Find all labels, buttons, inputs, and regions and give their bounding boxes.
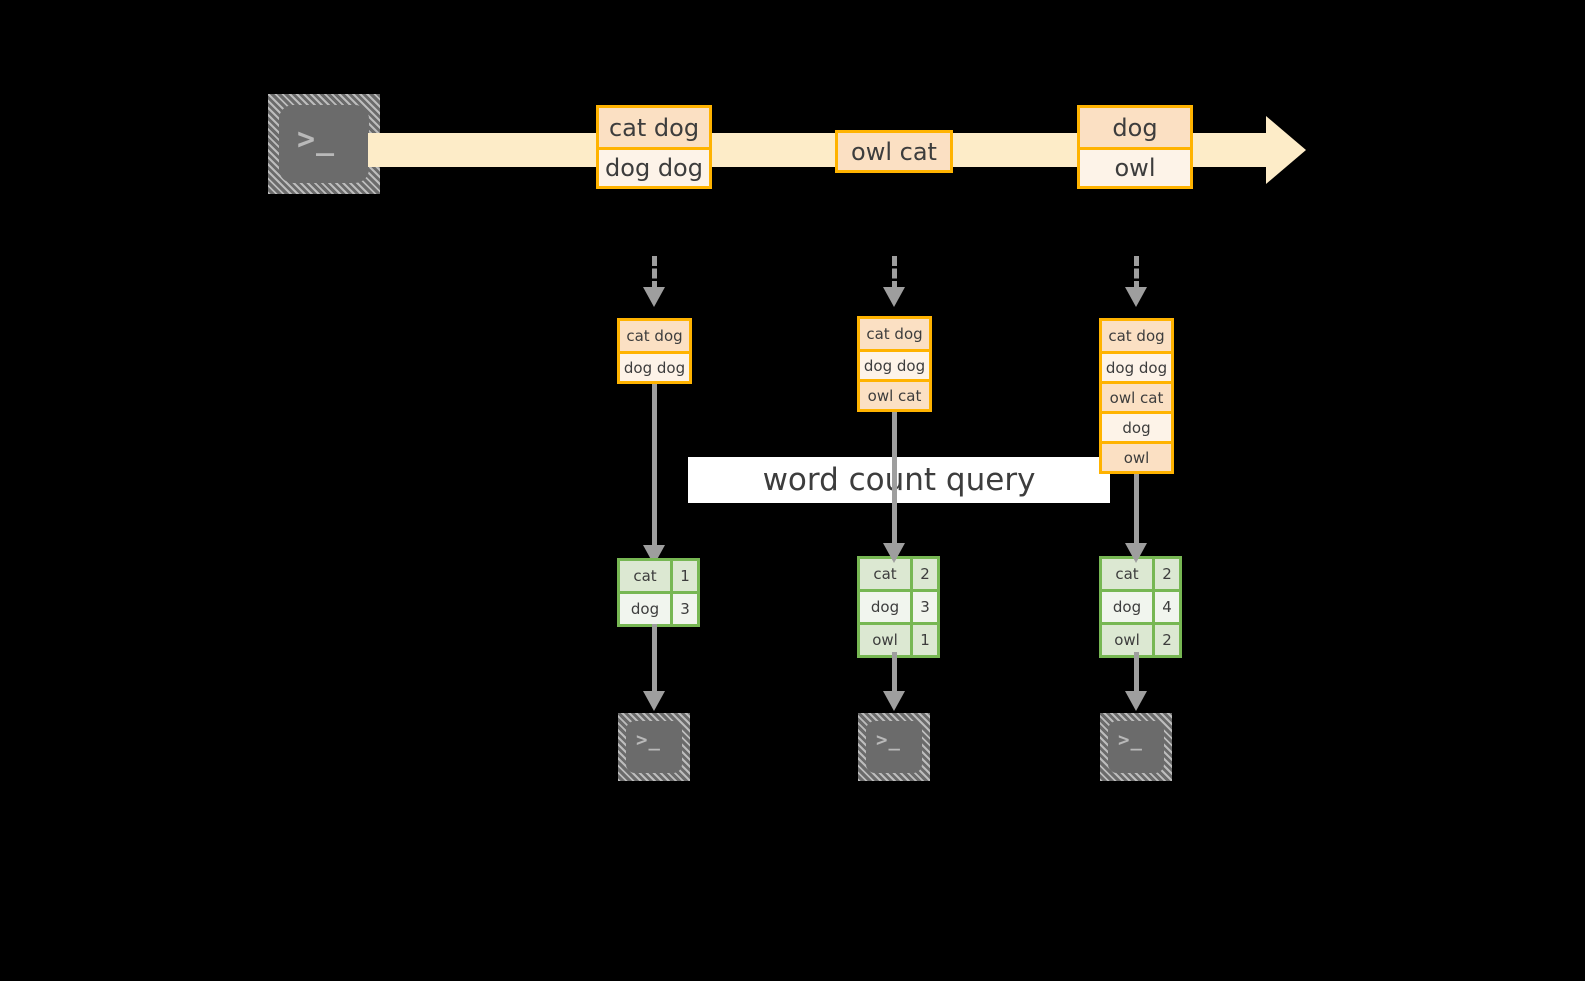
snapshot-1-dashed-line [652, 256, 657, 291]
terminal-prompt-glyph: >_ [1118, 729, 1143, 751]
table-row: cat dog [1102, 321, 1171, 351]
table-row: dog 4 [1102, 589, 1179, 622]
snapshot-2-dashed-arrowhead [883, 287, 905, 307]
result-count: 3 [910, 592, 937, 622]
result-word: cat [1102, 559, 1152, 589]
stream-event-1-line-2: dog dog [599, 147, 709, 186]
snapshot-3-sink-line [1134, 652, 1139, 699]
snapshot-2-sink-arrowhead [883, 691, 905, 711]
terminal-prompt-glyph: >_ [636, 729, 661, 751]
result-count: 3 [670, 594, 697, 624]
terminal-screen: >_ [279, 105, 369, 183]
snapshot-1-input-table: cat dog dog dog [617, 318, 692, 384]
stream-event-2-line-1: owl cat [838, 133, 950, 170]
table-row: owl 1 [860, 622, 937, 655]
table-row: dog dog [860, 349, 929, 379]
result-word: dog [620, 594, 670, 624]
table-row: owl 2 [1102, 622, 1179, 655]
result-count: 1 [910, 625, 937, 655]
snapshot-3-dashed-arrowhead [1125, 287, 1147, 307]
result-count: 1 [670, 561, 697, 591]
table-row: dog 3 [620, 591, 697, 624]
snapshot-2-sink-terminal-icon: >_ [858, 713, 930, 781]
table-row: owl cat [1102, 381, 1171, 411]
result-word: dog [860, 592, 910, 622]
stream-arrow-head [1266, 116, 1306, 184]
result-word: owl [860, 625, 910, 655]
result-word: cat [860, 559, 910, 589]
snapshot-3-sink-terminal-icon: >_ [1100, 713, 1172, 781]
stream-event-1-line-1: cat dog [599, 108, 709, 147]
terminal-screen: >_ [626, 721, 682, 773]
table-row: cat 2 [860, 559, 937, 589]
result-count: 2 [1152, 625, 1179, 655]
snapshot-1-dashed-arrowhead [643, 287, 665, 307]
table-row: dog dog [1102, 351, 1171, 381]
result-count: 4 [1152, 592, 1179, 622]
terminal-prompt-glyph: >_ [297, 122, 336, 157]
table-row: cat dog [860, 319, 929, 349]
snapshot-2-input-table: cat dog dog dog owl cat [857, 316, 932, 412]
table-row: dog 3 [860, 589, 937, 622]
snapshot-1-query-line [652, 384, 657, 554]
stream-event-3-line-2: owl [1080, 147, 1190, 186]
query-label-text: word count query [752, 462, 1046, 498]
snapshot-1-sink-terminal-icon: >_ [618, 713, 690, 781]
result-count: 2 [910, 559, 937, 589]
result-word: owl [1102, 625, 1152, 655]
table-row: cat 1 [620, 561, 697, 591]
snapshot-3-result-table: cat 2 dog 4 owl 2 [1099, 556, 1182, 658]
snapshot-2-query-line [892, 412, 897, 552]
table-row: dog [1102, 411, 1171, 441]
snapshot-3-dashed-line [1134, 256, 1139, 291]
terminal-screen: >_ [1108, 721, 1164, 773]
stream-event-3-line-1: dog [1080, 108, 1190, 147]
snapshot-2-result-table: cat 2 dog 3 owl 1 [857, 556, 940, 658]
table-row: owl [1102, 441, 1171, 471]
source-terminal-icon: >_ [268, 94, 380, 194]
snapshot-2-dashed-line [892, 256, 897, 291]
result-word: dog [1102, 592, 1152, 622]
table-row: cat dog [620, 321, 689, 351]
table-row: cat 2 [1102, 559, 1179, 589]
table-row: owl cat [860, 379, 929, 409]
snapshot-2-query-arrowhead [883, 543, 905, 563]
snapshot-2-sink-line [892, 652, 897, 699]
query-label-band: word count query [688, 457, 1110, 503]
stream-event-3: dog owl [1077, 105, 1193, 189]
snapshot-3-input-table: cat dog dog dog owl cat dog owl [1099, 318, 1174, 474]
terminal-screen: >_ [866, 721, 922, 773]
snapshot-1-result-table: cat 1 dog 3 [617, 558, 700, 627]
stream-event-2: owl cat [835, 130, 953, 173]
snapshot-3-query-line [1134, 470, 1139, 552]
snapshot-1-sink-line [652, 624, 657, 699]
terminal-prompt-glyph: >_ [876, 729, 901, 751]
result-word: cat [620, 561, 670, 591]
table-row: dog dog [620, 351, 689, 381]
snapshot-1-sink-arrowhead [643, 691, 665, 711]
snapshot-3-sink-arrowhead [1125, 691, 1147, 711]
snapshot-3-query-arrowhead [1125, 543, 1147, 563]
stream-event-1: cat dog dog dog [596, 105, 712, 189]
result-count: 2 [1152, 559, 1179, 589]
